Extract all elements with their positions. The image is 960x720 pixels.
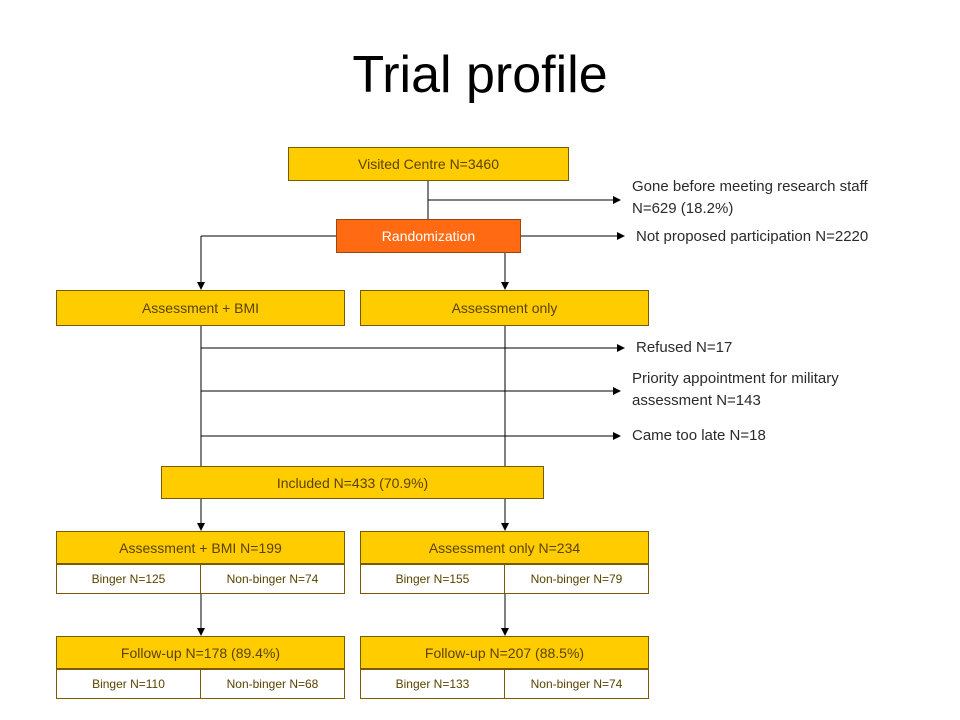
assessment-bmi-n-box: Assessment + BMI N=199 — [56, 531, 345, 564]
note-priority-line2: assessment N=143 — [632, 392, 761, 409]
follow-up-bmi-box: Follow-up N=178 (89.4%) — [56, 636, 345, 669]
fu-only-binger: Binger N=133 — [395, 677, 470, 691]
note-gone-line2: N=629 (18.2%) — [632, 200, 734, 217]
note-priority: Priority appointment for military assess… — [632, 368, 839, 412]
page-title: Trial profile — [352, 46, 608, 104]
only-binger: Binger N=155 — [395, 572, 470, 586]
note-refused: Refused N=17 — [636, 339, 733, 356]
follow-up-only-subgroups: Binger N=133 Non-binger N=74 — [360, 669, 649, 699]
bmi-non-binger: Non-binger N=74 — [200, 565, 344, 593]
note-not-proposed: Not proposed participation N=2220 — [636, 228, 869, 245]
bmi-binger: Binger N=125 — [91, 572, 166, 586]
randomization-box: Randomization — [336, 219, 521, 253]
fu-only-non-binger: Non-binger N=74 — [504, 670, 648, 698]
visited-centre-box: Visited Centre N=3460 — [288, 147, 569, 181]
note-gone-before: Gone before meeting research staff N=629… — [632, 176, 868, 220]
assessment-only-n-box: Assessment only N=234 — [360, 531, 649, 564]
only-non-binger: Non-binger N=79 — [504, 565, 648, 593]
assessment-only-subgroups: Binger N=155 Non-binger N=79 — [360, 564, 649, 594]
fu-bmi-non-binger: Non-binger N=68 — [200, 670, 344, 698]
assessment-only-box: Assessment only — [360, 290, 649, 326]
included-box: Included N=433 (70.9%) — [161, 466, 544, 499]
note-priority-line1: Priority appointment for military — [632, 370, 839, 387]
follow-up-bmi-subgroups: Binger N=110 Non-binger N=68 — [56, 669, 345, 699]
follow-up-only-box: Follow-up N=207 (88.5%) — [360, 636, 649, 669]
assessment-bmi-box: Assessment + BMI — [56, 290, 345, 326]
fu-bmi-binger: Binger N=110 — [92, 677, 165, 691]
note-came-late: Came too late N=18 — [632, 427, 766, 444]
assessment-bmi-subgroups: Binger N=125 Non-binger N=74 — [56, 564, 345, 594]
note-gone-line1: Gone before meeting research staff — [632, 178, 868, 195]
